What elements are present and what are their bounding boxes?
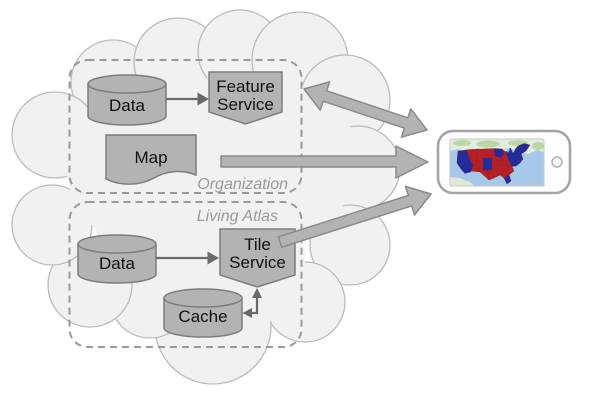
tile-service-label-line1: Tile [244, 235, 271, 254]
arrow-tile-service-device [277, 185, 432, 248]
atlas-data-cylinder [77, 244, 157, 284]
cache-label: Cache [178, 307, 227, 326]
feature-service-label-line2: Service [217, 95, 274, 114]
organization-group-box [68, 59, 303, 194]
map-forest-patch [453, 140, 471, 146]
map-blue-states-midwest [494, 148, 504, 158]
phone-screen [449, 138, 545, 187]
node-tile-service: Tile Service [219, 228, 296, 288]
map-forest-patch [532, 142, 544, 150]
node-feature-service: Feature Service [208, 71, 283, 125]
organization-group-label: Organization [197, 176, 288, 193]
connector-data-to-tile-service [156, 251, 219, 265]
map-blue-states-central [483, 158, 492, 170]
arrowhead [197, 92, 209, 106]
arrow-map-device [220, 145, 429, 179]
home-button-icon [551, 156, 563, 168]
living-atlas-group-box [68, 201, 303, 348]
map-label: Map [134, 148, 167, 167]
map-land-mexico [450, 177, 476, 186]
map-document-shape [105, 134, 197, 185]
arrowhead-up [252, 288, 262, 298]
cache-cylinder-top [163, 288, 243, 308]
atlas-data-label: Data [99, 254, 135, 273]
cache-cylinder [163, 298, 243, 338]
map-blue-state-florida [504, 175, 511, 184]
elbow-line [251, 297, 259, 315]
feature-service-label-line1: Feature [216, 77, 275, 96]
smartphone [436, 129, 572, 195]
feature-service-shape [208, 71, 283, 125]
node-cache: Cache [163, 288, 243, 338]
org-data-cylinder-top [87, 74, 167, 94]
tile-service-shape [219, 228, 296, 288]
connector-cache-tile-service [242, 288, 262, 318]
map-forest-patch [476, 140, 500, 148]
arrowhead [207, 251, 219, 265]
tile-service-label-line2: Service [229, 253, 286, 272]
living-atlas-group-label: Living Atlas [197, 208, 278, 225]
map-great-lakes [506, 148, 515, 153]
node-atlas-data: Data [77, 234, 157, 284]
map-blue-states-west [457, 150, 473, 174]
map-blue-states-northeast [506, 143, 530, 167]
double-arrow-feature-service-device [303, 81, 428, 138]
org-data-label: Data [109, 96, 145, 115]
org-data-cylinder [87, 84, 167, 126]
us-map-image [450, 139, 544, 186]
node-map: Map [105, 134, 197, 185]
node-org-data: Data [87, 74, 167, 126]
arrowhead-left [242, 308, 252, 318]
connector-data-to-feature-service [166, 92, 209, 106]
atlas-data-cylinder-top [77, 234, 157, 254]
